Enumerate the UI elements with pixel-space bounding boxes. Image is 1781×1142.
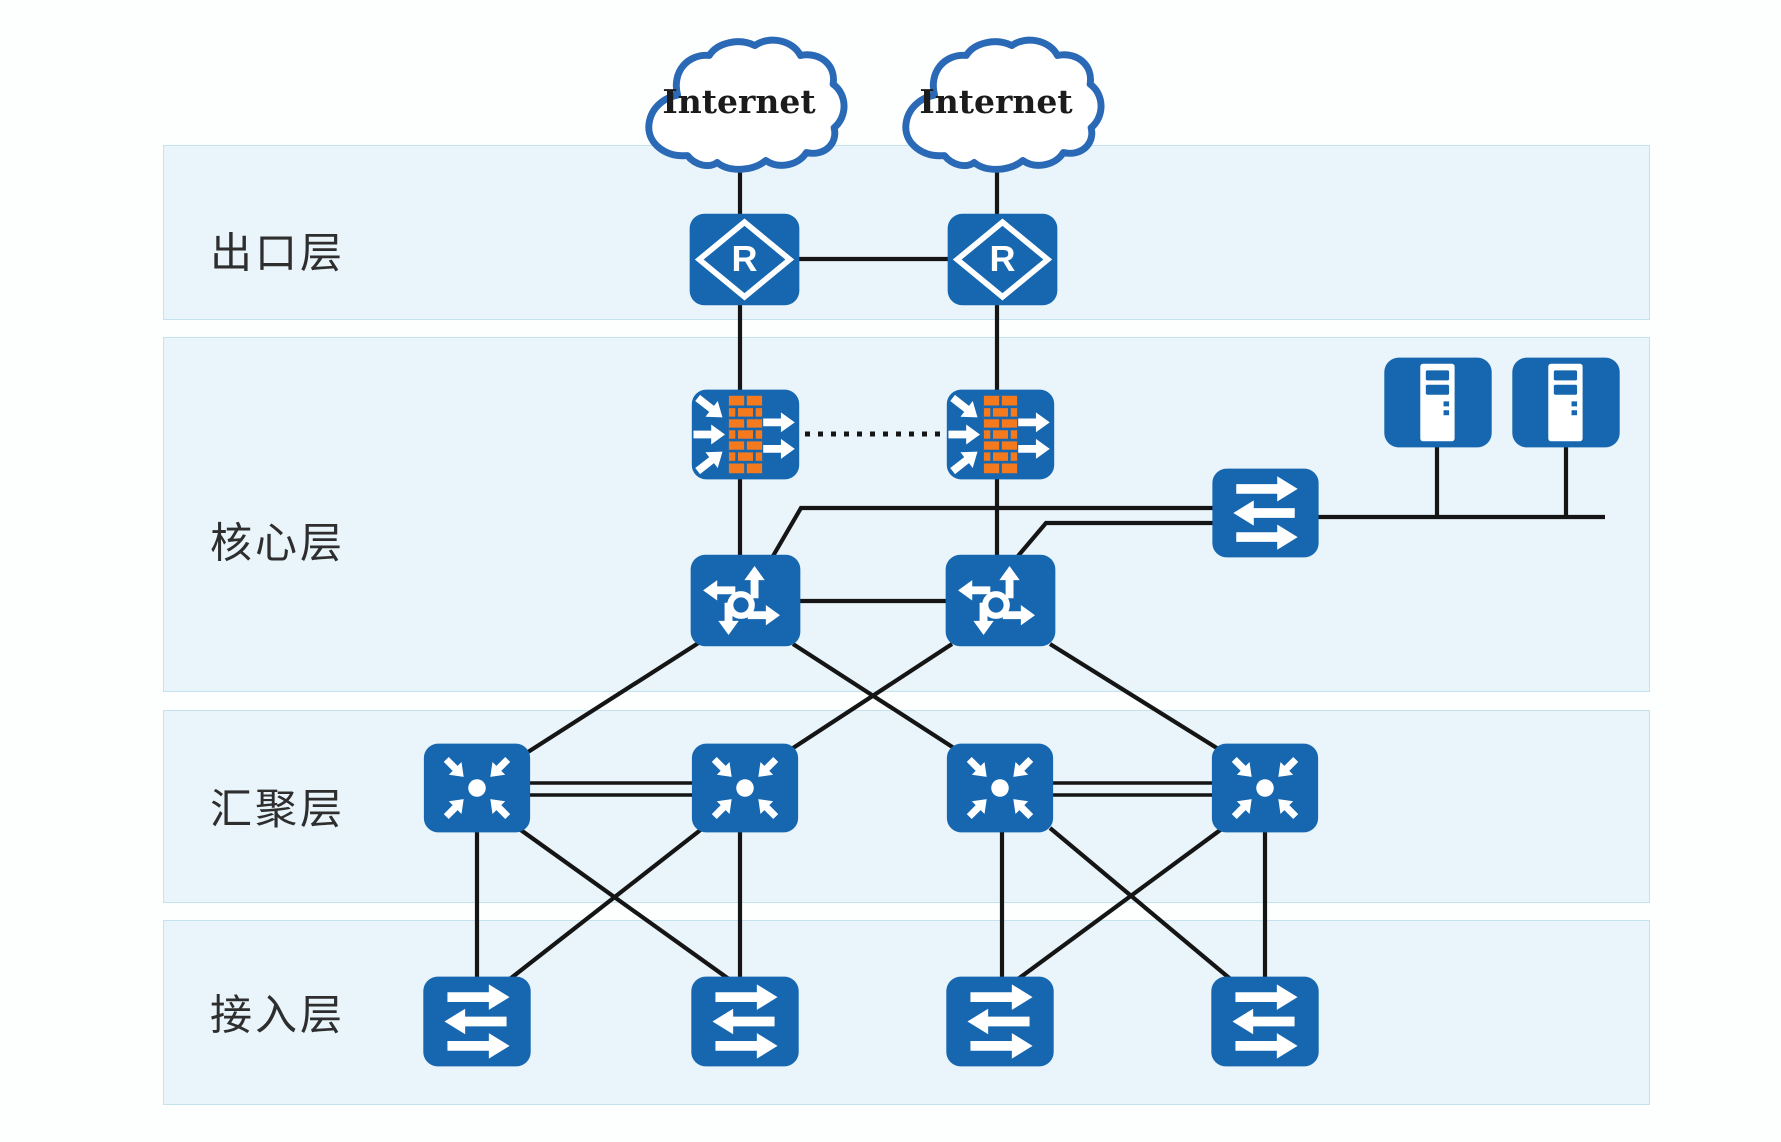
agg-switch-4 [1208,742,1322,834]
server-icon [1508,356,1624,449]
firewall-icon [688,388,803,481]
router-glyph: R [989,237,1016,279]
internet-cloud-2: Internet [887,36,1105,176]
core-switch-2 [943,553,1058,648]
agg-switch-3 [943,742,1057,834]
internet-label: Internet [662,81,816,121]
access-switch-4 [1208,975,1322,1068]
internet-label: Internet [919,81,1073,121]
internet-cloud-1: Internet [630,36,848,176]
server-switch [1208,467,1323,559]
layer-band-access [163,920,1650,1105]
lan-switch-icon [1208,467,1323,559]
layer-band-aggregation [163,710,1650,903]
agg-switch-2 [688,742,802,834]
router-glyph: R [731,237,758,279]
aggregation-switch-icon [420,742,534,834]
server-icon [1380,356,1496,449]
lan-switch-icon [420,975,534,1068]
layer-label-aggregation: 汇聚层 [210,785,346,833]
firewall-1 [688,388,803,481]
layer-band-egress [163,145,1650,320]
l3-switch-icon [943,553,1058,648]
l3-switch-icon [688,553,803,648]
layer-label-core: 核心层 [210,519,346,567]
lan-switch-icon [943,975,1057,1068]
server-2 [1508,356,1624,449]
firewall-icon [943,388,1058,481]
aggregation-switch-icon [688,742,802,834]
layer-label-access: 接入层 [210,991,346,1039]
layer-label-egress: 出口层 [210,229,346,277]
aggregation-switch-icon [1208,742,1322,834]
access-switch-2 [688,975,802,1068]
firewall-2 [943,388,1058,481]
agg-switch-1 [420,742,534,834]
lan-switch-icon [688,975,802,1068]
server-1 [1380,356,1496,449]
router-2: R [945,212,1060,307]
core-switch-1 [688,553,803,648]
access-switch-3 [943,975,1057,1068]
access-switch-1 [420,975,534,1068]
lan-switch-icon [1208,975,1322,1068]
router-1: R [687,212,802,307]
aggregation-switch-icon [943,742,1057,834]
